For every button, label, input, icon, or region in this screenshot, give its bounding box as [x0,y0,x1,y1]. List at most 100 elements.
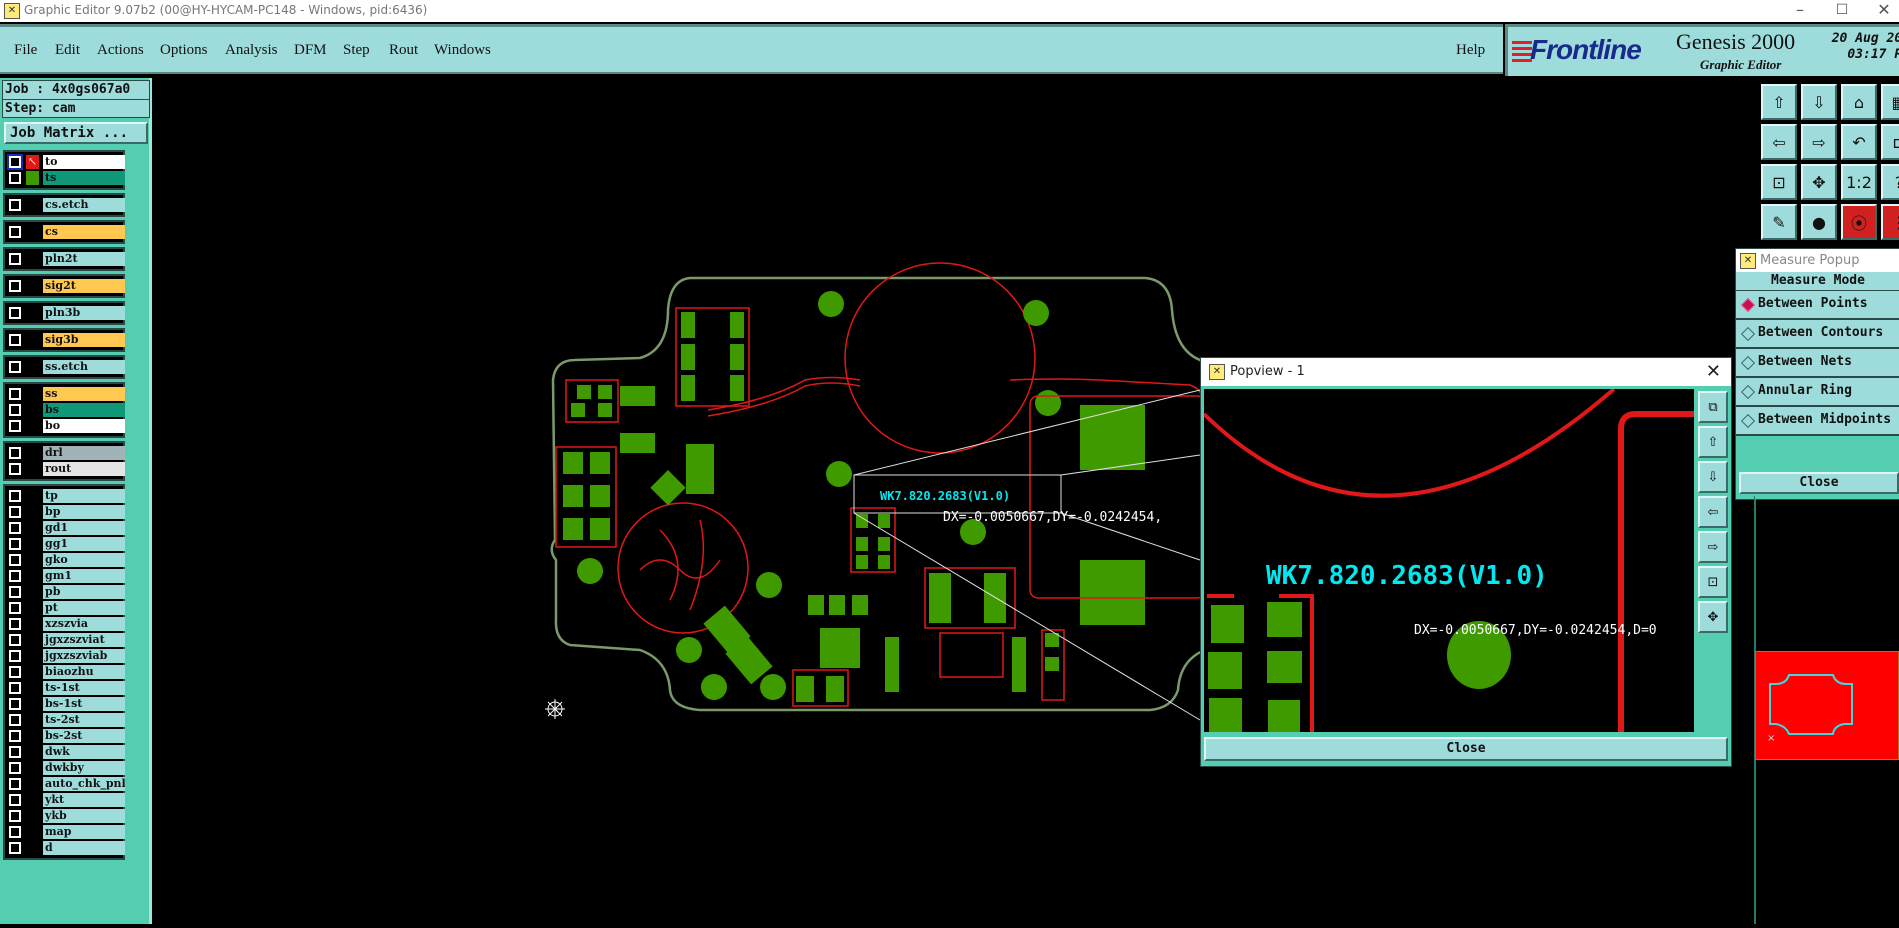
layer-row-pln3b[interactable]: pln3b [7,306,125,320]
layer-row-bs-2st[interactable]: bs-2st [7,729,125,743]
layer-name[interactable]: sig2t [43,279,125,293]
layer-name[interactable]: cs.etch [43,198,125,212]
layer-name[interactable]: ts-1st [43,681,125,695]
layer-row-ts-2st[interactable]: ts-2st [7,713,125,727]
layer-checkbox[interactable] [9,826,21,838]
split-view-button[interactable]: ▦ [1881,84,1899,120]
layer-name[interactable]: pb [43,585,125,599]
layer-checkbox[interactable] [9,506,21,518]
affected-layer-icon[interactable] [26,171,39,185]
layer-checkbox[interactable] [9,650,21,662]
menu-rout[interactable]: Rout [389,42,419,58]
maximize-button[interactable]: ☐ [1835,2,1849,18]
popview-close-icon[interactable]: ✕ [1705,361,1721,382]
mode-annular-ring[interactable]: Annular Ring [1736,378,1899,407]
layer-checkbox[interactable] [9,666,21,678]
layer-name[interactable]: jgxzszviab [43,649,125,663]
layer-name[interactable]: tp [43,489,125,503]
layer-row-cs.etch[interactable]: cs.etch [7,198,125,212]
layer-row-sig3b[interactable]: sig3b [7,333,125,347]
layer-row-gd1[interactable]: gd1 [7,521,125,535]
job-matrix-button[interactable]: Job Matrix ... [4,122,148,144]
layer-row-bo[interactable]: bo [7,419,125,433]
layer-name[interactable]: d [43,841,125,855]
layer-name[interactable]: dwkby [43,761,125,775]
layer-row-bs[interactable]: bs [7,403,125,417]
layer-row-ss[interactable]: ss [7,387,125,401]
layer-checkbox[interactable] [9,199,21,211]
layer-checkbox[interactable] [9,334,21,346]
popview-zoom-window-button[interactable]: ⧉ [1698,391,1728,423]
popview-close-button[interactable]: Close [1204,737,1728,761]
menu-step[interactable]: Step [343,42,370,58]
menu-options[interactable]: Options [160,42,208,58]
layer-row-pb[interactable]: pb [7,585,125,599]
layer-name[interactable]: gg1 [43,537,125,551]
layer-name[interactable]: jgxzszviat [43,633,125,647]
layer-row-dwkby[interactable]: dwkby [7,761,125,775]
layer-checkbox[interactable] [9,586,21,598]
popview-pan-left-button[interactable]: ⇦ [1698,496,1728,528]
menu-analysis[interactable]: Analysis [225,42,278,58]
mode-between-midpoints[interactable]: Between Midpoints [1736,407,1899,436]
layer-name[interactable]: ts-2st [43,713,125,727]
layer-name[interactable]: pt [43,601,125,615]
layer-name[interactable]: cs [43,225,125,239]
layer-checkbox[interactable] [9,361,21,373]
pan-down-button[interactable]: ⇩ [1801,84,1837,120]
layer-checkbox[interactable] [9,794,21,806]
layer-name[interactable]: drl [43,446,125,460]
minimize-button[interactable]: – [1796,0,1804,19]
layers-button[interactable]: ⋮ [1881,204,1899,240]
menu-windows[interactable]: Windows [434,42,491,58]
layer-name[interactable]: pln2t [43,252,125,266]
layer-row-drl[interactable]: drl [7,446,125,460]
layer-row-jgxzszviat[interactable]: jgxzszviat [7,633,125,647]
layer-checkbox[interactable] [9,447,21,459]
menu-edit[interactable]: Edit [55,42,80,58]
layer-checkbox[interactable] [9,682,21,694]
popview-pan-down-button[interactable]: ⇩ [1698,461,1728,493]
layer-checkbox[interactable] [9,490,21,502]
zoom-in-button[interactable]: ✥ [1801,164,1837,200]
pan-right-button[interactable]: ⇨ [1801,124,1837,160]
layer-checkbox[interactable] [9,810,21,822]
layer-row-ts[interactable]: ts [7,171,125,185]
netlist-button[interactable]: ⦿ [1841,204,1877,240]
layer-name[interactable]: sig3b [43,333,125,347]
layer-checkbox[interactable] [9,280,21,292]
tools-button[interactable]: ✎ [1761,204,1797,240]
layer-row-pt[interactable]: pt [7,601,125,615]
layer-checkbox[interactable] [7,154,23,170]
work-layer-arrow-icon[interactable]: ↖ [26,155,39,169]
layer-row-bp[interactable]: bp [7,505,125,519]
popview-canvas[interactable]: WK7.820.2683(V1.0) DX=-0.0050667,DY=-0.0… [1204,389,1694,732]
layer-checkbox[interactable] [9,420,21,432]
layer-checkbox[interactable] [9,522,21,534]
layer-row-bs-1st[interactable]: bs-1st [7,697,125,711]
zoom-out-button[interactable]: ⊡ [1761,164,1797,200]
layer-name[interactable]: pln3b [43,306,125,320]
layer-row-cs[interactable]: cs [7,225,125,239]
layer-name[interactable]: xzszvia [43,617,125,631]
layer-checkbox[interactable] [9,714,21,726]
layer-name[interactable]: bp [43,505,125,519]
pan-up-button[interactable]: ⇧ [1761,84,1797,120]
layer-name[interactable]: biaozhu [43,665,125,679]
layer-row-d[interactable]: d [7,841,125,855]
layer-name[interactable]: to [43,155,125,169]
layer-name[interactable]: ykt [43,793,125,807]
layer-row-gm1[interactable]: gm1 [7,569,125,583]
layer-name[interactable]: gm1 [43,569,125,583]
layer-checkbox[interactable] [9,730,21,742]
layer-name[interactable]: ss.etch [43,360,125,374]
undo-zoom-button[interactable]: ↶ [1841,124,1877,160]
layer-row-ykb[interactable]: ykb [7,809,125,823]
layer-row-tp[interactable]: tp [7,489,125,503]
overview-minimap[interactable]: × [1755,651,1899,760]
layer-name[interactable]: bs-1st [43,697,125,711]
layer-row-pln2t[interactable]: pln2t [7,252,125,266]
pan-left-button[interactable]: ⇦ [1761,124,1797,160]
layer-name[interactable]: map [43,825,125,839]
popview-pan-right-button[interactable]: ⇨ [1698,531,1728,563]
